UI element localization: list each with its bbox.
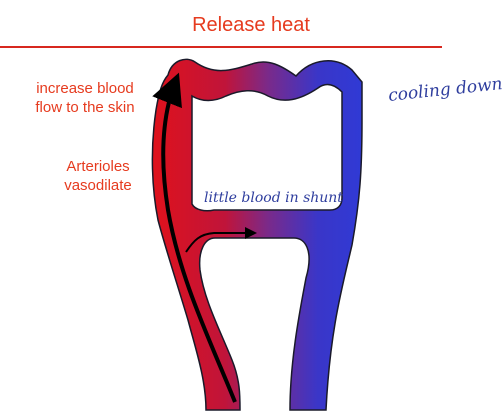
title-divider [0, 46, 442, 48]
page-title: Release heat [192, 14, 310, 36]
shunt-arrow [185, 227, 257, 253]
increase-blood-flow-label: increase blood flow to the skin [35, 80, 135, 116]
vessel-shape [151, 58, 363, 411]
little-blood-in-shunt-note: little blood in shunt [204, 190, 343, 206]
arterioles-label: Arterioles vasodilate [64, 158, 132, 194]
blood-flow-arrow [152, 72, 237, 403]
